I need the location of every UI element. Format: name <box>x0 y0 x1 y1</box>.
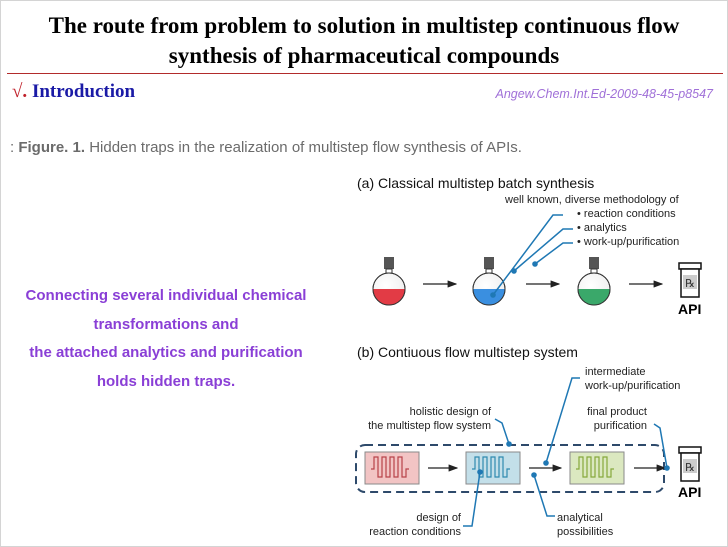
red-reactor-icon <box>364 451 420 485</box>
figure-diagram: ℞ <box>351 171 727 541</box>
label-reaction-design: design of reaction conditions <box>369 511 461 539</box>
label-intermediate-line-1: intermediate <box>585 366 646 378</box>
panel-a-bullet: • analytics <box>577 222 627 234</box>
figure-graphics: ℞ <box>355 214 702 527</box>
figure-caption: : Figure. 1. Hidden traps in the realiza… <box>10 139 522 156</box>
panel-b-heading: (b) Contiuous flow multistep system <box>357 344 578 360</box>
svg-text:℞: ℞ <box>685 278 695 290</box>
label-holistic-line-2: the multistep flow system <box>368 420 491 432</box>
label-intermediate: intermediate work-up/purification <box>585 365 680 393</box>
label-analytical-line-2: possibilities <box>557 526 614 538</box>
callout-line: the attached analytics and purification <box>29 344 303 361</box>
blue-reactor-icon <box>465 451 521 485</box>
panel-b-callout-lines <box>463 377 668 527</box>
label-design-line-2: reaction conditions <box>369 526 461 538</box>
slide-title: The route from problem to solution in mu… <box>1 11 727 71</box>
label-holistic-line-1: holistic design of <box>409 406 491 418</box>
label-design-line-1: design of <box>416 512 461 524</box>
label-final-line-2: purification <box>593 420 647 432</box>
caption-prefix: : <box>10 139 19 156</box>
checkmark-icon: √. <box>12 81 28 102</box>
label-analytical-line-1: analytical <box>557 512 603 524</box>
api-label: API <box>678 484 702 500</box>
panel-a-bullet: • work-up/purification <box>577 236 680 248</box>
citation-reference: Angew.Chem.Int.Ed-2009-48-45-p8547 <box>495 87 713 101</box>
label-final-line-1: final product <box>587 406 647 418</box>
section-title: Introduction <box>31 81 136 102</box>
panel-a-bullet: • reaction conditions <box>577 208 676 220</box>
label-analytical: analytical possibilities <box>557 511 613 539</box>
svg-text:℞: ℞ <box>685 462 695 474</box>
label-final-product: final product purification <box>587 405 647 433</box>
green-flask-icon <box>577 257 611 306</box>
label-holistic-design: holistic design of the multistep flow sy… <box>368 405 491 433</box>
panel-a-heading: (a) Classical multistep batch synthesis <box>357 175 595 191</box>
green-reactor-icon <box>569 451 625 485</box>
slide-title-line-1: The route from problem to solution in mu… <box>48 13 680 38</box>
title-divider <box>7 73 723 74</box>
callout-line: transformations and <box>93 315 239 333</box>
callout-text: Connecting several individual chemical t… <box>11 282 321 396</box>
caption-label: Figure. 1. <box>18 139 86 156</box>
caption-text: Hidden traps in the realization of multi… <box>85 139 522 156</box>
label-intermediate-line-2: work-up/purification <box>585 380 681 392</box>
callout-line: holds hidden traps. <box>96 372 236 390</box>
api-label: API <box>678 301 702 317</box>
panel-a-callout-lines <box>492 214 573 296</box>
slide-title-line-2: synthesis of pharmaceutical compounds <box>168 43 560 68</box>
section-heading: √. Introduction <box>12 81 135 103</box>
red-flask-icon <box>372 257 406 306</box>
api-bottle-icon: ℞ <box>678 262 702 298</box>
api-bottle-icon: ℞ <box>678 446 702 482</box>
panel-a-note-header: well known, diverse methodology of <box>505 194 679 206</box>
callout-line: Connecting several individual chemical <box>25 287 307 304</box>
blue-flask-icon <box>472 257 506 306</box>
